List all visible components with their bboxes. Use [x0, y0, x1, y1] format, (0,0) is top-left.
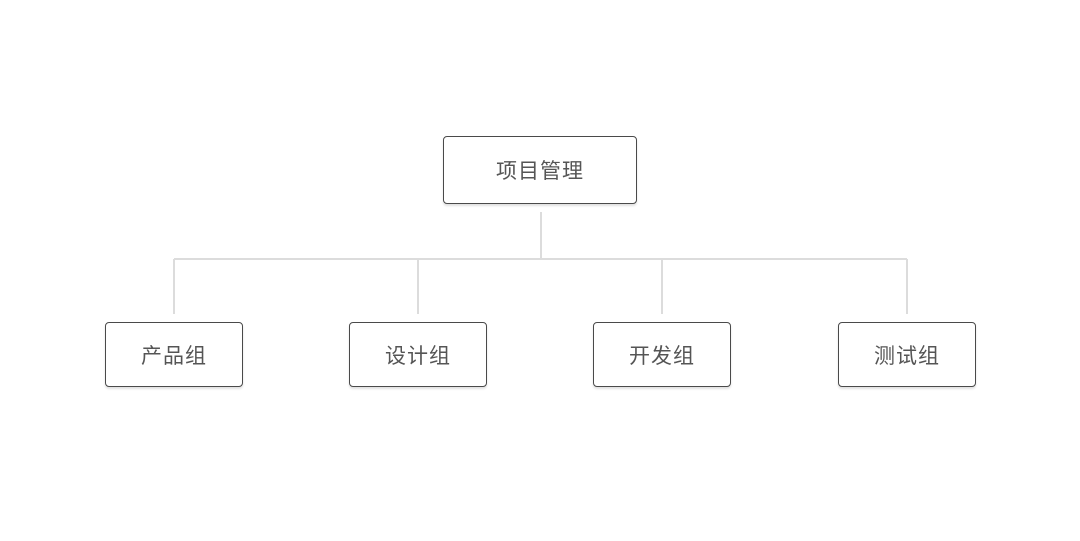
child-node-label: 产品组 — [141, 343, 207, 368]
child-node-test-group: 测试组 — [838, 322, 976, 387]
root-node-label: 项目管理 — [496, 159, 584, 183]
child-node-label: 测试组 — [874, 343, 940, 368]
child-node-design-group: 设计组 — [349, 322, 487, 387]
child-node-dev-group: 开发组 — [593, 322, 731, 387]
child-node-label: 开发组 — [629, 343, 695, 368]
child-node-label: 设计组 — [385, 343, 451, 368]
child-node-product-group: 产品组 — [105, 322, 243, 387]
root-node-project-management: 项目管理 — [443, 136, 637, 204]
